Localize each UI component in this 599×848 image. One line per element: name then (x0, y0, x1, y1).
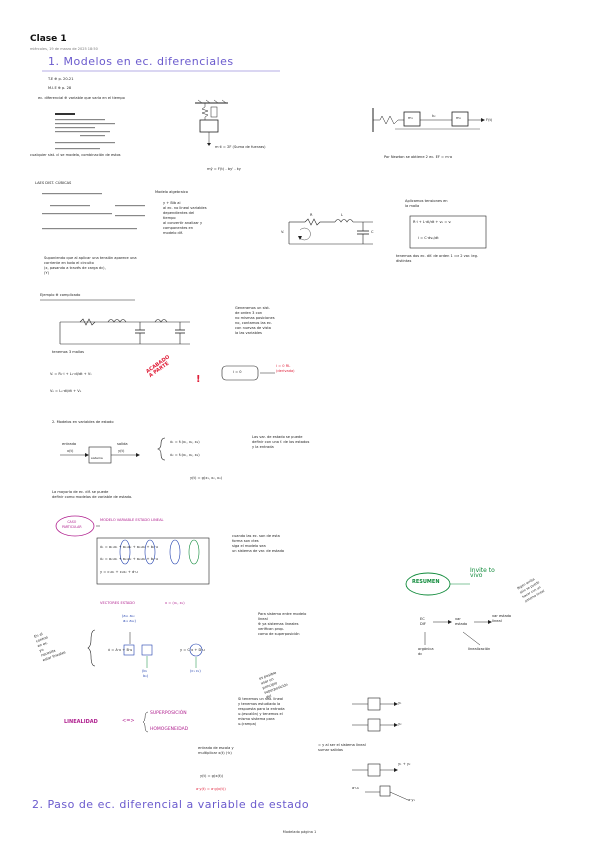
eq-x2: ẋ₂ = f₂(x₁, x₂, x₃) (170, 453, 200, 457)
label-sist-dist: LAES DIST. CÚBICAS (35, 181, 72, 185)
note-mallas: tenemos 3 mallas (52, 350, 85, 354)
label-y1y2: y₁ + y₂ (398, 762, 411, 766)
label-modelo: Modelo algebraico (155, 190, 188, 194)
label-a-mat: (a₁₁ a₁₂ a₂₁ a₂₂) (122, 614, 136, 623)
label-lineal: MODELO VARIABLE ESTADO LINEAL (100, 518, 164, 522)
note-newton: Por Newton se obtiene 2 ec. EF = m·a (384, 155, 453, 159)
label-linealizacion: linealización (468, 647, 491, 651)
label-var-lineal: var estado lineal (492, 614, 512, 623)
page-footer: Modelado página 1 (282, 830, 317, 834)
section-state-title: 2. Modelos en variables de estado (52, 420, 114, 424)
label-vi: Vᵢ (281, 230, 285, 234)
label-irl: i = 0 RL (derivada) (276, 364, 295, 373)
label-y1: y₁ (398, 701, 402, 705)
note-modelo: y + Bib ai al ec. no lineal variables de… (163, 201, 207, 235)
label-grav: m·ẍ = ΣF (Suma de fuerzas) (215, 145, 266, 149)
note-sum: = y al ser el sistema lineal sumar salid… (318, 743, 366, 752)
label-xvec: x = (x₁, x₂) (165, 601, 185, 605)
label-arrow: <=> (122, 718, 135, 724)
label-b-vec: (b₁ b₂) (142, 669, 149, 678)
label-u: x(t) (67, 449, 74, 453)
page-meta: miércoles, 19 de marzo de 2025 18:50 (30, 47, 98, 51)
label-ec-dif: EC DIF (420, 617, 426, 626)
eq-rlc-2: i = C·dv₀/dt (418, 236, 439, 240)
note-mayoria: La mayoría de ec. dif. se puede definir … (52, 490, 133, 499)
label-var-estado: var estado (455, 617, 468, 626)
ejemplo-title: Ejemplo ⊕ complicado (40, 293, 81, 297)
label-c: C (371, 230, 374, 234)
eq-ejemplo-a: Vᵢ = R₁·i + L₁·di/dt + V₁ (50, 372, 92, 376)
label-block: sistema (91, 456, 103, 460)
label-force: F(t) (486, 118, 493, 122)
label-entrada: entrada (62, 442, 77, 446)
eq-out: y(t) = g(x₁, x₂, x₃) (190, 476, 222, 480)
label-invite: Invite to vivo (470, 567, 495, 579)
label-salida: salida (117, 442, 128, 446)
note-ejemplo: Generamos un sist. de orden 3 con no mis… (235, 306, 275, 335)
note-te: T.E ⊕ p. 20-21 (48, 77, 74, 81)
label-homog: HOMOGENEIDAD (150, 727, 189, 732)
label-resumen: RESUMEN (412, 579, 440, 585)
note-lm: Aplicamos tensiones en la malla (405, 199, 448, 208)
label-caso: CASO PARTICULAR (62, 520, 82, 529)
label-scaled: a·u₁ (352, 786, 360, 790)
label-superp: SUPERPOSICIÓN (150, 711, 187, 716)
label-k2: k₂ (432, 114, 436, 118)
note-cualquier: cualquier sist. cl se modela, combinació… (30, 153, 121, 157)
note-lin: Para sistema entre modelo lineal ⊕ ya si… (258, 612, 307, 636)
note-entrada-esc: entrada de escala y multiplicar x(t) (·k… (198, 746, 234, 755)
eq-ejemplo-b: V₀ = L₂·di/dt + V₀ (50, 389, 82, 393)
label-m1: m₁ (408, 116, 413, 120)
label-c-vec: (c₁ c₂) (190, 669, 201, 673)
matrix-row-3: y = c₁x₁ + c₂x₂ + d·u (100, 570, 138, 574)
eq-rlc-1: R·i + L·di/dt + v₀ = vᵢ (413, 220, 452, 224)
label-io: i = 0 (233, 370, 242, 374)
eq-x-vec: ẋ = A·x + B·u (108, 648, 133, 652)
note-ec-dif: ec. diferencial ⊕ variable que varía en … (38, 96, 125, 100)
label-sc-out: a·y₁ (408, 798, 415, 802)
section-heading-2: 2. Paso de ec. diferencial a variable de… (32, 798, 310, 811)
note-tenemos-2: tenemos dos ec. dif. de orden 1 ⟹ 2 var.… (396, 254, 479, 263)
section-heading-1: 1. Modelos en ec. diferenciales (48, 55, 234, 68)
eq-mass: mÿ = F(t) - by' - ky (207, 167, 241, 171)
eq-hom-2: a·y(t) = a·g(x(t)) (196, 787, 226, 791)
matrix-row-1: ẋ₁ = a₁₁x₁ + a₁₂x₂ + a₁₃x₃ + b₁·u (100, 545, 158, 549)
label-l: L (341, 213, 344, 217)
note-supuesto: Suponiendo que al aplicar una tensión ap… (44, 256, 137, 275)
label-y2: y₂ (398, 722, 402, 726)
note-var: Las var. de estado se puede definir con … (252, 435, 310, 449)
eq-y-vec: y = C·x + D·u (180, 648, 205, 652)
label-organico: orgánica dc (418, 647, 434, 656)
exclaim-icon: ! (196, 374, 201, 385)
note-matrix: cuando las ec. son de esta forma son cte… (232, 534, 285, 553)
label-m2: m₂ (456, 116, 461, 120)
eq-x1: ẋ₁ = f₁(x₁, x₂, x₃) (170, 440, 200, 444)
note-mie: M.I.E ⊕ p. 28 (48, 86, 72, 90)
note-lin-long: Si tenemos un sist. lineal y tenemos est… (238, 697, 285, 726)
label-y: y(t) (118, 449, 125, 453)
label-vectores: VECTORES ESTADO (100, 601, 135, 605)
label-linealidad: LINEALIDAD (64, 719, 98, 725)
page-title: Clase 1 (30, 34, 67, 44)
eq-hom-1: y(t) = g(x(t)) (200, 774, 224, 778)
matrix-row-2: ẋ₂ = a₂₁x₁ + a₂₂x₂ + a₂₃x₃ + b₂·u (100, 557, 158, 561)
label-r: R (310, 213, 313, 217)
